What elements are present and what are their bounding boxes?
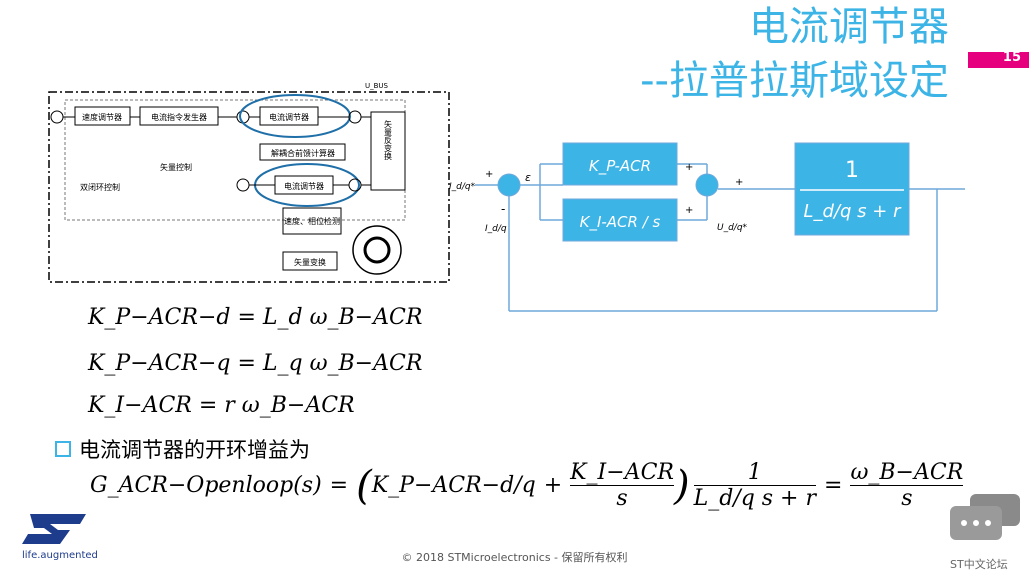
ol-kp: K_P−ACR−d/q — [371, 473, 536, 498]
eq-kpq: K_P−ACR−q = L_q ω_B−ACR — [88, 351, 423, 376]
vector-transform-label: 矢量变换 — [294, 257, 326, 267]
plus-3: + — [685, 205, 693, 216]
dual-loop-label: 双闭环控制 — [80, 182, 120, 192]
bullet-box-icon — [55, 441, 71, 457]
eq-kpd: K_P−ACR−d = L_d ω_B−ACR — [88, 305, 423, 330]
logo-tagline: life.augmented — [22, 550, 98, 561]
speed-regulator-label: 速度调节器 — [82, 112, 122, 122]
vector-control-label: 矢量控制 — [160, 162, 192, 172]
bullet-text: 电流调节器的开环增益为 — [79, 438, 310, 462]
plant-den-label: L_d/q s + r — [804, 201, 903, 222]
ubus-label: U_BUS — [365, 82, 389, 90]
plus-4: + — [735, 177, 743, 188]
st-logo — [22, 514, 86, 544]
error-label: ε — [525, 171, 531, 184]
ol-result-den: s — [901, 486, 913, 511]
ki-label: K_I-ACR / s — [580, 213, 661, 232]
plus-2: + — [685, 162, 693, 173]
summing-junction-1 — [497, 173, 521, 197]
inverse-transform-label: 矢量反变换 — [384, 119, 393, 161]
speed-pos-label: 速度、相位检测 — [284, 216, 340, 226]
current-reg-top-label: 电流调节器 — [269, 112, 309, 122]
ol-plant-den: L_d/q s + r — [693, 486, 817, 511]
plant-num-label: 1 — [845, 158, 859, 183]
current-reg-bottom-label: 电流调节器 — [284, 181, 324, 191]
open-loop-equation: G_ACR−Openloop(s) = ( K_P−ACR−d/q + K_I−… — [90, 460, 964, 511]
current-cmd-label: 电流指令发生器 — [151, 112, 207, 122]
ol-result-num: ω_B−ACR — [850, 460, 964, 485]
ol-ki-num: K_I−ACR — [570, 460, 674, 485]
summing-junction-2 — [695, 173, 719, 197]
kp-label: K_P-ACR — [589, 157, 651, 176]
output-ref-label: U_d/q* — [717, 223, 748, 233]
block-diagram: I_d/q* ε I_d/q + - + + + K_P-ACR K_I-ACR… — [449, 142, 965, 312]
eq-ki: K_I−ACR = r ω_B−ACR — [88, 393, 355, 418]
footer: © 2018 STMicroelectronics - 保留所有权利 — [401, 551, 628, 564]
title-line-1: 电流调节器 — [749, 4, 949, 50]
bullet: 电流调节器的开环增益为 — [55, 434, 310, 464]
input-label: I_d/q* — [449, 182, 476, 192]
page-number-bar: 15 — [968, 50, 1029, 68]
ol-plant-num: 1 — [747, 460, 762, 485]
page-number: 15 — [1002, 50, 1021, 65]
ol-lhs: G_ACR−Openloop(s) — [90, 473, 322, 498]
decoupling-label: 解耦合前馈计算器 — [271, 148, 335, 158]
control-schematic: 速度调节器 电流指令发生器 电流调节器 解耦合前馈计算器 矢量反变换 电流调节器… — [48, 82, 450, 283]
chat-bubble-icon[interactable] — [948, 492, 1024, 552]
feedback-label: I_d/q — [485, 224, 507, 234]
title-line-2: --拉普拉斯域设定 — [640, 58, 949, 104]
chat-label[interactable]: ST中文论坛 — [950, 558, 1008, 571]
highlight-ellipse-top — [239, 94, 351, 138]
minus-1: - — [501, 202, 505, 216]
ol-ki-den: s — [616, 486, 628, 511]
plus-1: + — [485, 169, 493, 180]
plant-block — [794, 142, 910, 236]
